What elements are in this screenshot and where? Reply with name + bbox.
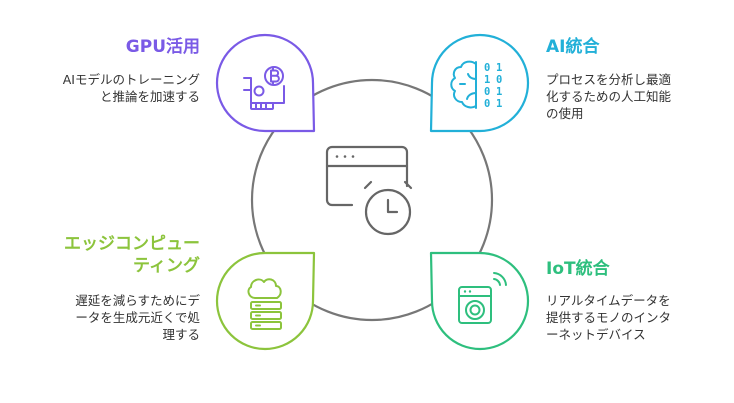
ai-title: AI統合: [546, 37, 600, 57]
iot-description: リアルタイムデータを 提供するモノのインタ ーネットデバイス: [546, 293, 672, 342]
iot-title: IoT統合: [546, 259, 610, 279]
binary-digit: 1: [496, 62, 502, 74]
iot-petal: [429, 251, 530, 351]
edge-description: 遅延を減らすためにデ ータを生成元近くで処 理する: [75, 293, 200, 342]
brain-binary-icon: [450, 60, 477, 109]
ai-description: プロセスを分析し最適 化するための人工知能 の使用: [546, 72, 672, 121]
binary-digit: 1: [496, 98, 502, 110]
gpu-description: AIモデルのトレーニング と推論を加速する: [62, 72, 200, 104]
binary-digit: 1: [484, 74, 490, 86]
gpu-card-bitcoin-icon: [243, 66, 285, 110]
gpu-title: GPU活用: [125, 37, 200, 57]
binary-digits: 0 1 1 0 0 1 0 1: [484, 62, 502, 110]
browser-clock-icon: [325, 145, 413, 236]
gpu-petal: [215, 33, 316, 133]
edge-petal: [215, 251, 316, 351]
edge-title: エッジコンピュー ティング: [64, 234, 200, 276]
binary-digit: 1: [496, 86, 502, 98]
washing-machine-wifi-icon: [458, 272, 507, 324]
cloud-server-icon: [247, 278, 282, 330]
binary-digit: 0: [484, 86, 490, 98]
binary-digit: 0: [496, 74, 502, 86]
binary-digit: 0: [484, 62, 490, 74]
ai-petal: [429, 33, 530, 133]
binary-digit: 0: [484, 98, 490, 110]
central-ring: [250, 78, 494, 322]
